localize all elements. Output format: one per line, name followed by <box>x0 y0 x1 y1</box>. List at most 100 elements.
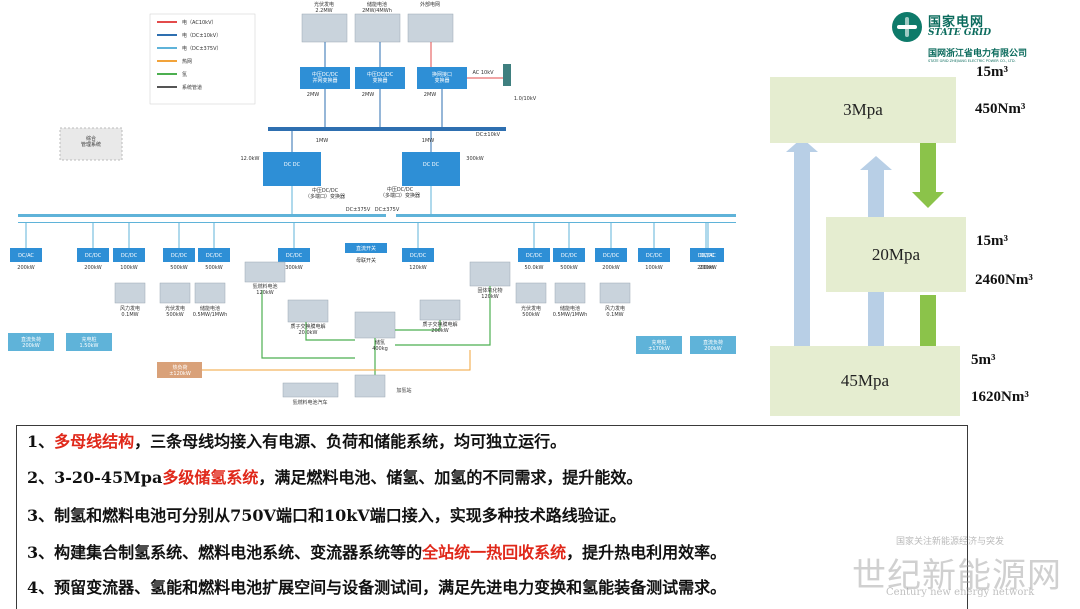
sofc-photo <box>469 261 511 287</box>
device-value: 0.5MW/1MWh <box>553 312 588 318</box>
load-value: 200kW <box>22 343 39 349</box>
bottom-converter-type: DC/DC <box>561 253 578 259</box>
mid-label: 1MW <box>422 138 434 144</box>
volume-3mpa-geo: 15m³ <box>976 64 1008 80</box>
bottom-converter-box <box>77 248 109 262</box>
top-converter-label: 并网变换器 <box>312 77 337 84</box>
bottom-converter-box <box>553 248 585 262</box>
bullet-1-rest: ，三条母线均接入有电源、负荷和储能系统，均可独立运行。 <box>134 432 567 451</box>
fuel-cell-photo <box>244 261 286 283</box>
bottom-converter-power: 500kW <box>560 265 577 271</box>
bullet-3: 3、制氢和燃料电池可分别从750V端口和10kV端口接入，实现多种技术路线验证。 <box>27 502 626 526</box>
bottom-converter-type: DC/DC <box>526 253 543 259</box>
bottom-converter-power: 200kW <box>697 265 714 271</box>
diagram-legend <box>149 13 256 105</box>
storage-photo <box>354 311 396 339</box>
dc-10kv-bus <box>268 127 506 131</box>
bus-label: DC±375V <box>346 207 371 213</box>
device-label: 储氢 <box>375 339 385 346</box>
top-source-label: 外部电网 <box>420 1 440 8</box>
top-converter-label: 变换器 <box>434 77 449 84</box>
device-value: 120kW <box>256 290 273 296</box>
top-converter-2 <box>355 67 405 89</box>
bullet-5-prefix: 4、预留变流器、氢能和燃料电池扩展空间与设备测试间，满足先进电力变换和氢能装备测… <box>27 578 727 597</box>
bullet-2: 2、3-20-45Mpa多级储氢系统，满足燃料电池、储氢、加氢的不同需求，提升能… <box>27 464 642 488</box>
bullet-1: 1、多母线结构，三条母线均接入有电源、负荷和储能系统，均可独立运行。 <box>27 428 566 452</box>
volume-45mpa-nm: 1620Nm³ <box>971 389 1029 405</box>
bottom-converter-power: 50.0kW <box>525 265 544 271</box>
bottom-converter-type: DC/DC <box>410 253 427 259</box>
device-label: 质子交换膜电解 <box>290 323 325 330</box>
bottom-converter-power: 200kW <box>699 265 716 271</box>
bullet-4-prefix: 3、构建集合制氢系统、燃料电池系统、变流器系统等的 <box>27 543 423 562</box>
mid-label: 12.0kW <box>241 156 260 162</box>
up-arrow-left <box>786 138 818 415</box>
wind-photo-left <box>114 282 146 304</box>
top-converter-power: 2MW <box>307 92 319 98</box>
device-value: 500kW <box>522 312 539 318</box>
bottom-converter-power: 100kW <box>120 265 137 271</box>
bottom-converter-type: DC/DC <box>698 253 715 259</box>
bottom-converter-power: 500kW <box>170 265 187 271</box>
bullet-2-rest: ，满足燃料电池、储氢、加氢的不同需求，提升能效。 <box>258 468 643 487</box>
legend-label: 电（DC±10kV） <box>182 32 221 39</box>
mid-converter-caption: （多端口）变换器 <box>305 193 345 200</box>
bottom-converter-type: DC/DC <box>85 253 102 259</box>
pem-photo-right <box>419 299 461 321</box>
load-label: 充电桩 <box>651 339 666 346</box>
bus-switch-box <box>345 243 387 253</box>
bottom-converter-power: 500kW <box>205 265 222 271</box>
bottom-converter-box <box>10 248 42 262</box>
top-converter-power: 2MW <box>362 92 374 98</box>
bottom-converter-type: DC/AC <box>18 253 34 259</box>
bottom-converter-type: DC/DC <box>171 253 188 259</box>
bus-label: DC±375V <box>375 207 400 213</box>
top-converter-label: 换网接口 <box>432 71 452 78</box>
ev-photo <box>282 382 339 398</box>
volume-20mpa-nm: 2460Nm³ <box>975 272 1033 288</box>
stage-3mpa: 3Mpa <box>770 77 956 143</box>
load-charger-right <box>636 336 682 354</box>
bottom-converter-box <box>402 248 434 262</box>
switch-icon <box>503 64 511 86</box>
bottom-converter-box <box>518 248 550 262</box>
grid-photo <box>407 13 454 43</box>
logo-en: STATE GRID <box>928 28 992 38</box>
switch-label: 1.0/10kV <box>514 96 537 102</box>
device-value: 400kg <box>372 346 388 352</box>
bottom-converter-box <box>278 248 310 262</box>
bottom-converter-power: 300kW <box>285 265 302 271</box>
mid-label: 1MW <box>316 138 328 144</box>
top-converter-power: 2MW <box>424 92 436 98</box>
device-label: 固体氧化物 <box>477 287 502 294</box>
watermark-top: 国家关注新能源经济与突发 <box>896 537 1005 547</box>
load-charger-left <box>66 333 112 351</box>
battery-top-photo <box>354 13 401 43</box>
pv-top-photo <box>301 13 348 43</box>
load-dc-left <box>8 333 54 351</box>
dc-375v-bus-left <box>18 214 386 217</box>
logo-company-en: STATE GRID ZHEJIANG ELECTRIC POWER CO., … <box>928 59 1016 63</box>
bottom-converter-power: 120kW <box>409 265 426 271</box>
mid-converter-caption: 中压DC/DC <box>312 187 339 194</box>
ac-label: AC 10kV <box>472 70 494 76</box>
management-system-label: 综合 <box>86 135 96 142</box>
top-converter-label: 中压DC/DC <box>312 71 339 78</box>
legend-label: 热网 <box>182 58 192 65</box>
bottom-converter-type: DC/DC <box>603 253 620 259</box>
ev-label: 氢燃料电池汽车 <box>292 399 327 406</box>
bottom-converter-type: DC/AC <box>700 253 716 259</box>
top-source-value: 2MW/4MWh <box>362 8 392 14</box>
mid-converter-right <box>402 152 460 186</box>
device-label: 储能电池 <box>560 305 580 312</box>
station-label: 加氢站 <box>396 387 411 394</box>
heat-load-box <box>157 362 202 378</box>
wind-photo-right <box>599 282 631 304</box>
device-label: 储能电池 <box>200 305 220 312</box>
legend-label: 电（DC±375V） <box>182 45 222 52</box>
load-value: 200kW <box>704 346 721 352</box>
bus-tie-label: 母联开关 <box>356 257 376 264</box>
bottom-converter-type: DC/DC <box>121 253 138 259</box>
bottom-converter-power: 100kW <box>645 265 662 271</box>
